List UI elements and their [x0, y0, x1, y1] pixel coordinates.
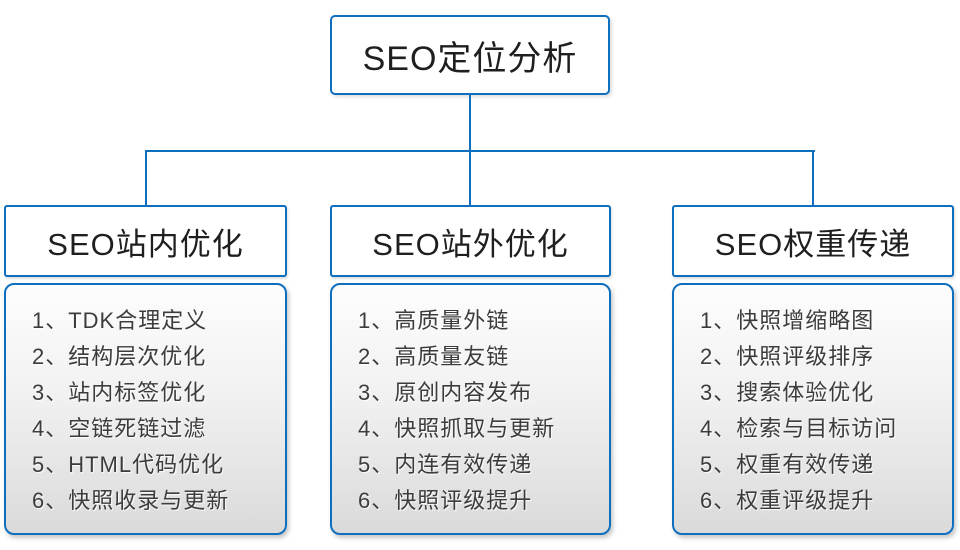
column-onsite-optimization: SEO站内优化 1、TDK合理定义 2、结构层次优化 3、站内标签优化 4、空链… [4, 205, 287, 537]
list-item: 5、HTML代码优化 [32, 452, 225, 477]
column-onsite-header: SEO站内优化 [4, 205, 287, 277]
list-item: 6、快照收录与更新 [32, 488, 230, 513]
column-weight-transfer: SEO权重传递 1、快照增缩略图 2、快照评级排序 3、搜索体验优化 4、检索与… [672, 205, 954, 537]
column-offsite-title: SEO站外优化 [372, 226, 569, 262]
list-item: 3、搜索体验优化 [700, 380, 875, 405]
list-item: 2、高质量友链 [358, 344, 510, 369]
root-node: SEO定位分析 [330, 15, 610, 95]
list-item: 4、空链死链过滤 [32, 416, 207, 441]
connector-right-vertical [812, 150, 814, 205]
list-item: 3、站内标签优化 [32, 380, 207, 405]
list-item: 4、检索与目标访问 [700, 416, 898, 441]
list-item: 1、TDK合理定义 [32, 308, 208, 333]
column-offsite-optimization: SEO站外优化 1、高质量外链 2、高质量友链 3、原创内容发布 4、快照抓取与… [330, 205, 611, 537]
list-item: 5、权重有效传递 [700, 452, 875, 477]
list-item: 1、高质量外链 [358, 308, 510, 333]
list-item: 3、原创内容发布 [358, 380, 533, 405]
column-weight-panel: 1、快照增缩略图 2、快照评级排序 3、搜索体验优化 4、检索与目标访问 5、权… [672, 283, 954, 535]
root-node-title: SEO定位分析 [362, 39, 578, 78]
column-weight-header: SEO权重传递 [672, 205, 954, 277]
connector-horizontal [145, 150, 815, 152]
list-item: 4、快照抓取与更新 [358, 416, 556, 441]
column-onsite-panel: 1、TDK合理定义 2、结构层次优化 3、站内标签优化 4、空链死链过滤 5、H… [4, 283, 287, 535]
connector-left-vertical [145, 150, 147, 205]
column-offsite-panel: 1、高质量外链 2、高质量友链 3、原创内容发布 4、快照抓取与更新 5、内连有… [330, 283, 611, 535]
column-weight-title: SEO权重传递 [714, 226, 912, 262]
list-item: 2、快照评级排序 [700, 344, 875, 369]
list-item: 5、内连有效传递 [358, 452, 533, 477]
column-offsite-header: SEO站外优化 [330, 205, 611, 277]
list-item: 6、快照评级提升 [358, 488, 533, 513]
list-item: 2、结构层次优化 [32, 344, 207, 369]
list-item: 6、权重评级提升 [700, 488, 875, 513]
list-item: 1、快照增缩略图 [700, 308, 875, 333]
column-onsite-title: SEO站内优化 [47, 226, 244, 262]
